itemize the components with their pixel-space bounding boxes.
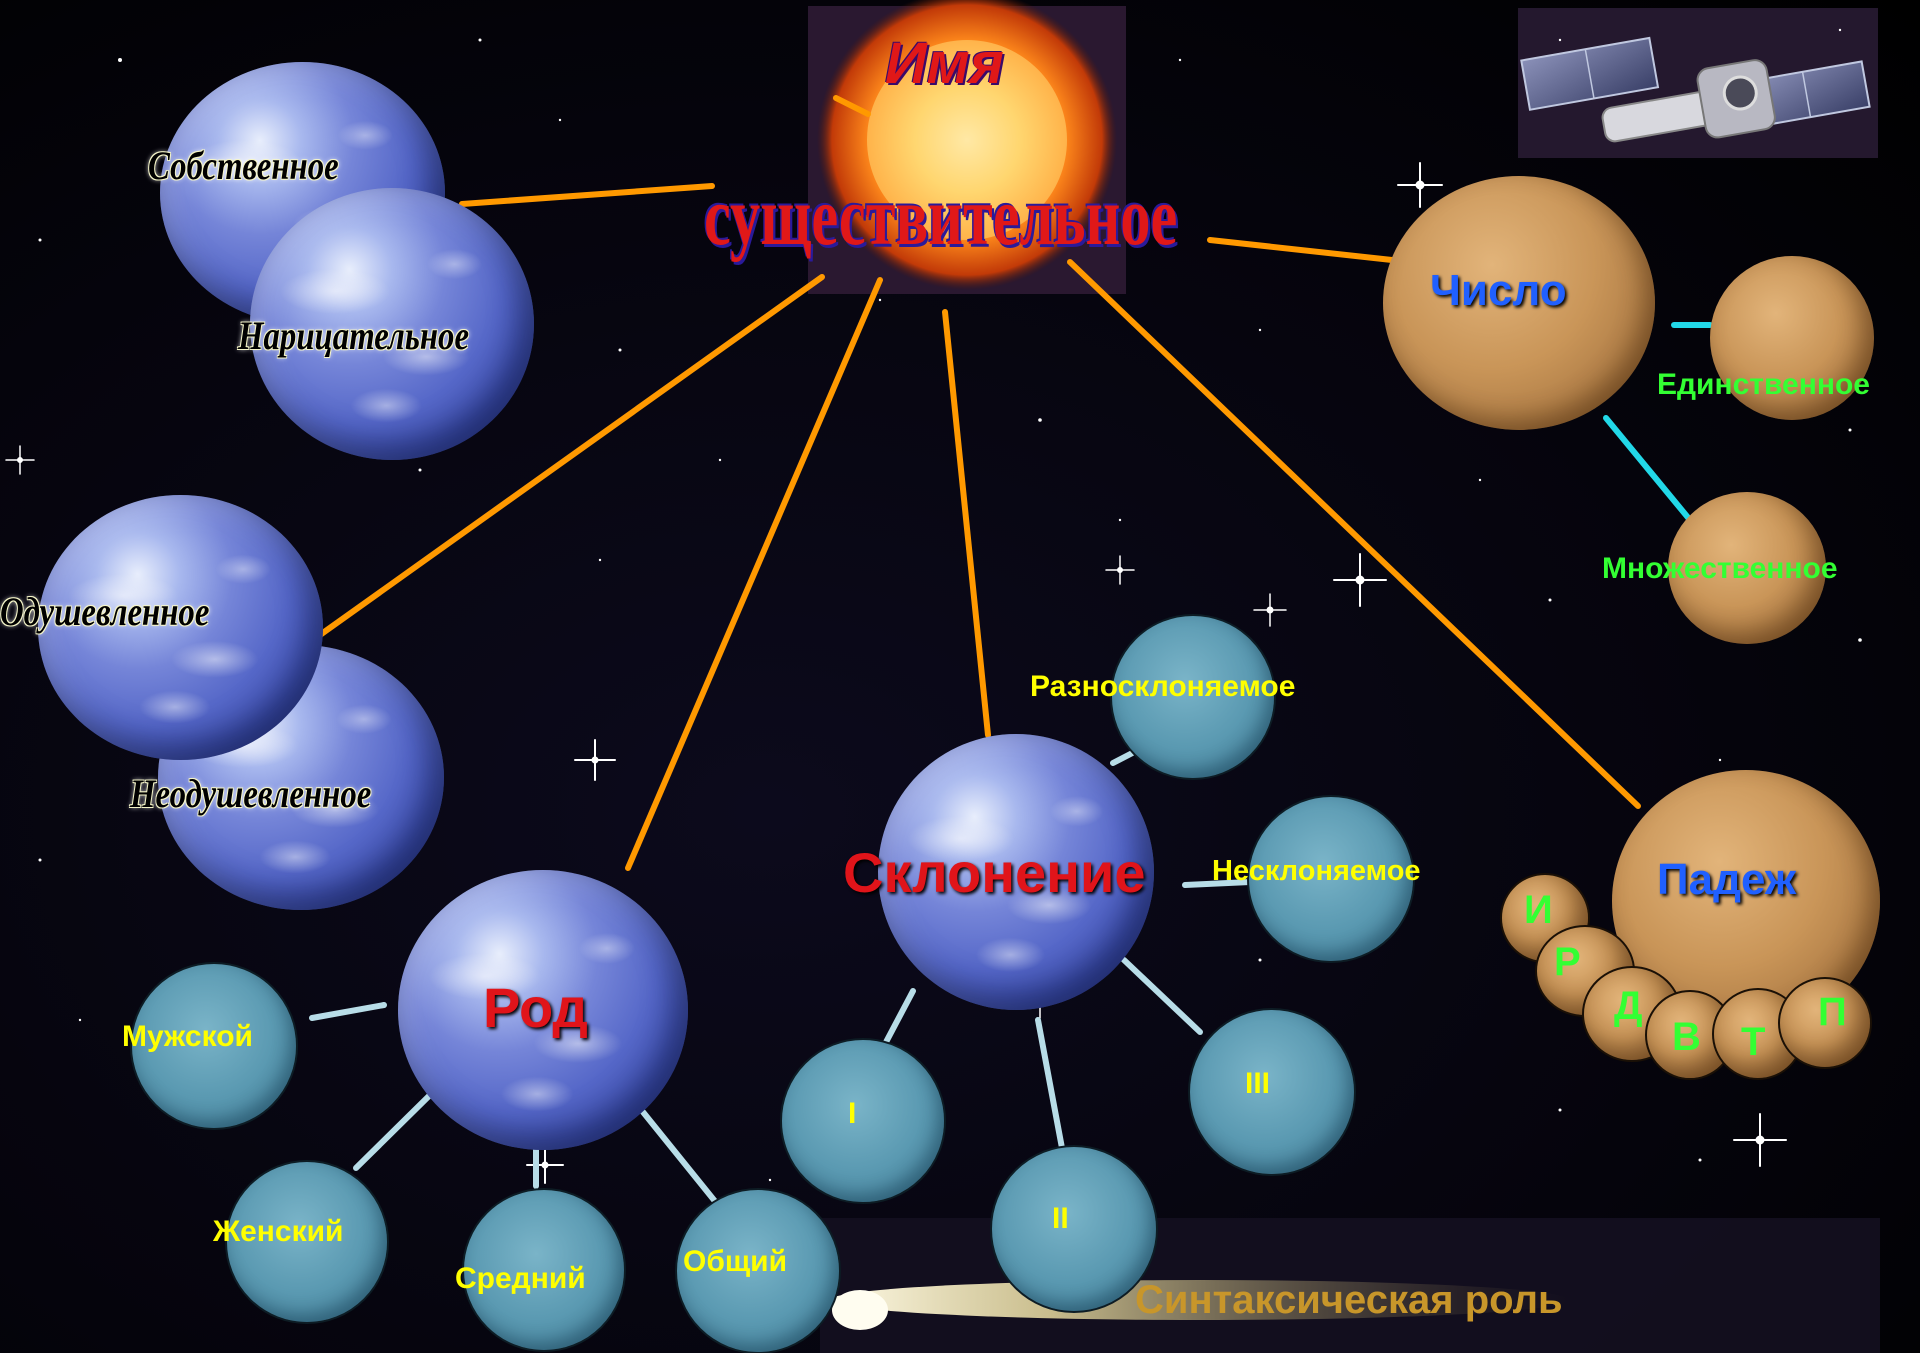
declension-planet <box>878 734 1154 1010</box>
case-label: Падеж <box>1657 855 1797 904</box>
case-node-prepositional <box>1778 977 1872 1069</box>
case-letter-instrumental: Т <box>1741 1020 1766 1064</box>
inanimate-label: Неодушевленное <box>130 771 372 816</box>
syntax-role-label: Синтаксическая роль <box>1135 1278 1563 1322</box>
heteroclitic-node <box>1110 614 1276 780</box>
declension-type-2-node <box>990 1145 1158 1313</box>
sun-image <box>808 0 1126 294</box>
case-letter-nominative: И <box>1524 888 1553 932</box>
declension-type-3-node <box>1188 1008 1356 1176</box>
number-connectors <box>1603 322 1713 523</box>
declension-type-2-label: II <box>1052 1202 1069 1235</box>
common-planet <box>250 188 534 460</box>
gender-neuter-node <box>462 1188 626 1352</box>
heteroclitic-label: Разносклоняемое <box>1030 670 1296 703</box>
title-line2: существительное <box>704 170 1178 263</box>
gender-feminine-node <box>225 1160 389 1324</box>
indeclinable-node <box>1247 795 1415 963</box>
gender-common-node <box>675 1188 841 1353</box>
sub-connectors <box>309 745 1253 1208</box>
gender-masculine-label: Мужской <box>122 1020 253 1053</box>
gender-label: Род <box>483 976 588 1039</box>
main-connectors <box>317 95 1641 871</box>
declension-type-1-label: I <box>848 1097 857 1130</box>
number-label: Число <box>1430 266 1567 315</box>
title-line1: Имя <box>885 31 1004 96</box>
number-planet <box>1383 176 1655 430</box>
case-letter-prepositional: П <box>1818 990 1847 1034</box>
gender-planet <box>398 870 688 1150</box>
gender-masculine-node <box>130 962 298 1130</box>
common-label: Нарицательное <box>238 313 470 358</box>
declension-type-1-node <box>780 1038 946 1204</box>
animate-planet <box>38 495 323 760</box>
case-letter-genitive: Р <box>1554 940 1581 984</box>
proper-label: Собственное <box>148 143 339 188</box>
singular-planet <box>1710 256 1874 420</box>
satellite-image <box>1518 8 1878 158</box>
case-letter-accusative: В <box>1672 1015 1701 1059</box>
declension-label: Склонение <box>843 841 1146 904</box>
gender-feminine-label: Женский <box>213 1215 344 1248</box>
gender-neuter-label: Средний <box>455 1262 586 1295</box>
animate-label: Одушевленное <box>0 589 210 634</box>
indeclinable-label: Несклоняемое <box>1212 855 1421 887</box>
declension-type-3-label: III <box>1245 1067 1271 1100</box>
plural-label: Множественное <box>1602 552 1838 585</box>
case-letter-dative: Д <box>1614 984 1643 1028</box>
gender-common-label: Общий <box>683 1245 788 1278</box>
singular-label: Единственное <box>1657 368 1870 401</box>
plural-planet <box>1668 492 1826 644</box>
